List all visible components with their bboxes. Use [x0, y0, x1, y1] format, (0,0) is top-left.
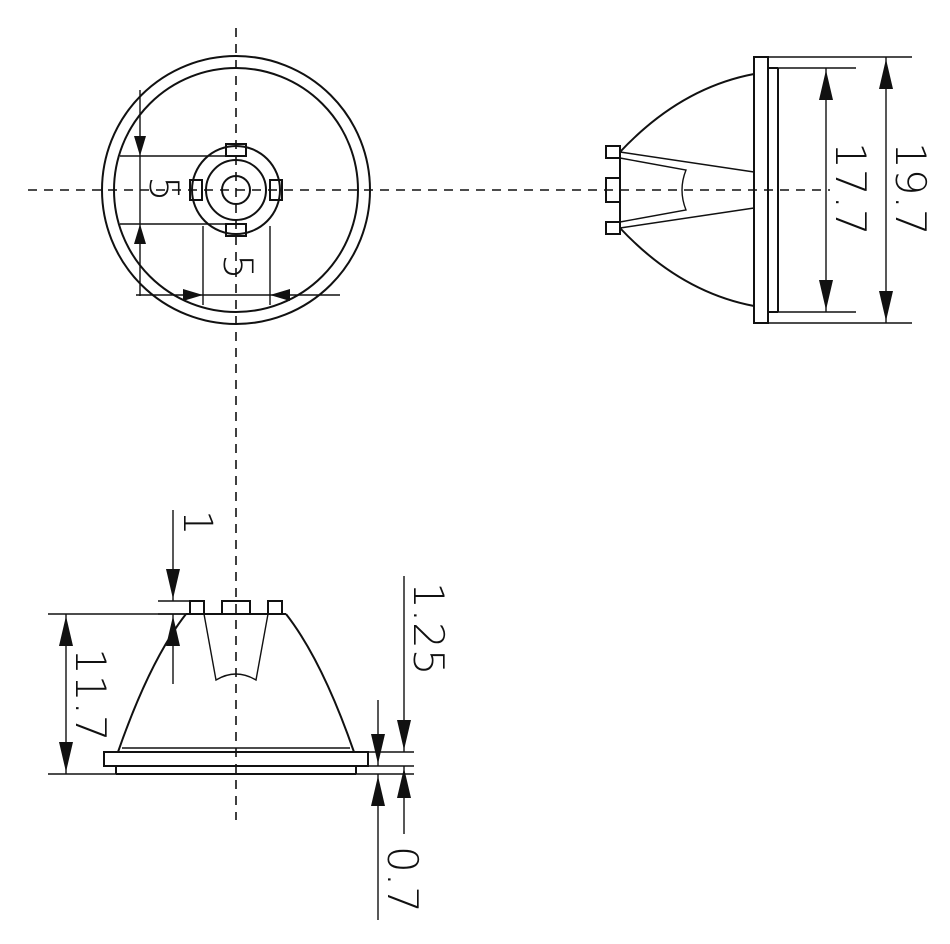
top-view-tab-bottom	[225, 223, 247, 237]
top-view-hub-outer	[191, 145, 281, 235]
front-view-lens-cavity	[203, 613, 269, 682]
front-view-arrow-117-bottom	[59, 742, 73, 772]
top-view-dim-label-horizontal: 5	[214, 254, 260, 279]
top-view-dim-label-vertical: 5	[140, 176, 186, 201]
side-view-arrow-19-top	[879, 59, 893, 89]
top-view-outer-rim	[101, 55, 371, 325]
top-view-arrow-down	[134, 136, 146, 156]
top-view-arrow-left	[270, 289, 290, 301]
front-view-tab-right	[267, 600, 283, 615]
front-view-tab-left	[189, 600, 205, 615]
side-view: 17.7 19.7	[605, 56, 935, 324]
side-view-dim-17-label: 17.7	[826, 142, 875, 236]
side-view-tab-middle	[605, 177, 621, 203]
side-view-arrow-19-bottom	[879, 291, 893, 321]
front-view-arrow-07-up	[371, 776, 385, 806]
top-view-hub-middle	[205, 159, 267, 221]
front-view-arrow-117-top	[59, 616, 73, 646]
front-view-dim-07-label: 0.7	[378, 846, 427, 913]
front-view-cone-right	[285, 613, 355, 753]
front-view: 11.7 1 1.25 0.7	[48, 510, 453, 920]
side-view-arrow-17-top	[819, 70, 833, 100]
front-view-arrow-1-up	[166, 616, 180, 646]
front-view-tab-middle	[221, 600, 251, 615]
front-view-dim-117-label: 11.7	[66, 648, 115, 742]
side-view-tab-top	[605, 145, 621, 159]
top-view-arrow-up	[134, 224, 146, 244]
side-view-flange	[753, 56, 769, 324]
side-view-arrow-17-bottom	[819, 280, 833, 310]
top-view-arrow-right	[183, 289, 203, 301]
top-view-tab-top	[225, 143, 247, 157]
side-view-dim-19-label: 19.7	[886, 142, 935, 236]
front-view-dim-125-label: 1.25	[404, 582, 453, 676]
side-view-cone-lower	[619, 227, 755, 307]
front-view-arrow-1-down	[166, 569, 180, 599]
top-view-tab-right	[269, 179, 283, 201]
side-view-tab-bottom	[605, 221, 621, 235]
side-view-cone-inner-lower	[619, 207, 755, 229]
front-view-dim-1-label: 1	[174, 510, 220, 535]
top-view: 5 5	[28, 28, 830, 820]
side-view-lens-cavity	[619, 157, 687, 223]
front-view-arrow-07-down	[371, 734, 385, 764]
top-view-inner-rim	[113, 67, 359, 313]
front-view-flange	[103, 751, 369, 767]
top-view-tab-left	[189, 179, 203, 201]
side-view-cone-inner-upper	[619, 151, 755, 173]
front-view-cone-left	[117, 613, 187, 753]
side-view-cone-upper	[619, 73, 755, 153]
top-view-hub-bore	[221, 175, 251, 205]
front-view-arrow-125-up	[397, 768, 411, 798]
front-view-arrow-125-down	[397, 720, 411, 750]
